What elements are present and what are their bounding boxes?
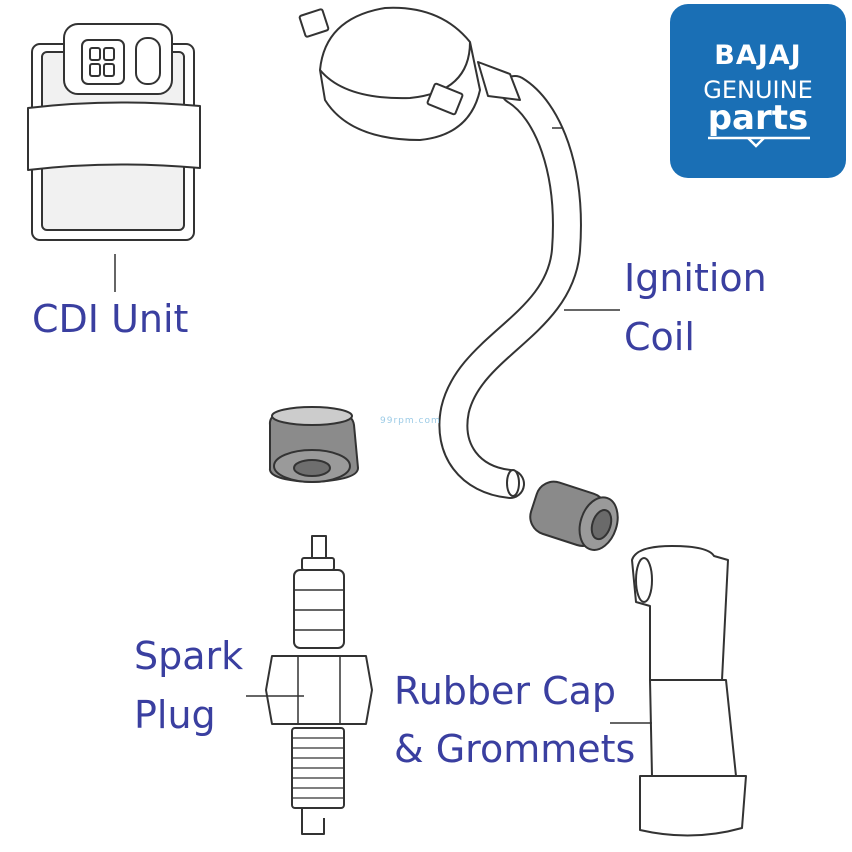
spark-plug-label-line2: Plug <box>134 693 216 737</box>
coil-terminal <box>426 82 464 116</box>
cdi-connector-socket <box>81 39 125 85</box>
watermark: 99rpm.com <box>380 416 441 426</box>
plug-insulator <box>293 569 345 649</box>
plug-hex <box>265 655 373 725</box>
cdi-pin <box>89 47 101 61</box>
coil-cable-core <box>440 77 580 497</box>
rubber-grommet <box>268 406 359 483</box>
spark-plug <box>265 535 373 835</box>
cdi-pin <box>103 63 115 77</box>
plug-electrode <box>301 808 325 835</box>
cdi-unit-label: CDI Unit <box>32 297 189 341</box>
rubber-cap-label-line2: & Grommets <box>394 727 636 771</box>
logo-parts: parts <box>707 98 809 138</box>
boot-piece-hole <box>590 509 613 541</box>
coil-body-edge <box>319 41 471 100</box>
grommet-top <box>271 406 353 426</box>
cdi-pin <box>103 47 115 61</box>
ignition-coil-label-line1: Ignition <box>624 256 767 300</box>
coil-body <box>319 6 481 141</box>
grommet-hole <box>293 459 331 477</box>
cap-elbow-end <box>635 557 653 603</box>
coil-cable-boot <box>477 61 521 101</box>
cdi-pin <box>89 63 101 77</box>
cdi-connector-slot <box>135 37 161 85</box>
ignition-coil <box>298 6 582 499</box>
rubber-boot-piece <box>529 480 619 551</box>
coil-terminal <box>298 8 330 38</box>
cap-skirt <box>639 775 747 837</box>
cdi-band <box>27 101 201 171</box>
logo-genuine: GENUINE <box>703 76 813 104</box>
plug-terminal-nut <box>301 557 335 571</box>
logo-brand: BAJAJ <box>714 40 802 71</box>
cap-elbow <box>631 545 729 681</box>
cap-body <box>649 679 737 777</box>
coil-cable-end <box>506 469 520 497</box>
ignition-coil-label-line2: Coil <box>624 315 695 359</box>
rubber-cap-label-line1: Rubber Cap <box>394 669 617 713</box>
spark-plug-cap <box>631 545 747 837</box>
logo-underline-icon <box>708 136 810 148</box>
cdi-unit <box>27 23 201 241</box>
spark-plug-label-line1: Spark <box>134 634 244 678</box>
bajaj-genuine-parts-logo: BAJAJ GENUINE parts <box>670 4 846 178</box>
